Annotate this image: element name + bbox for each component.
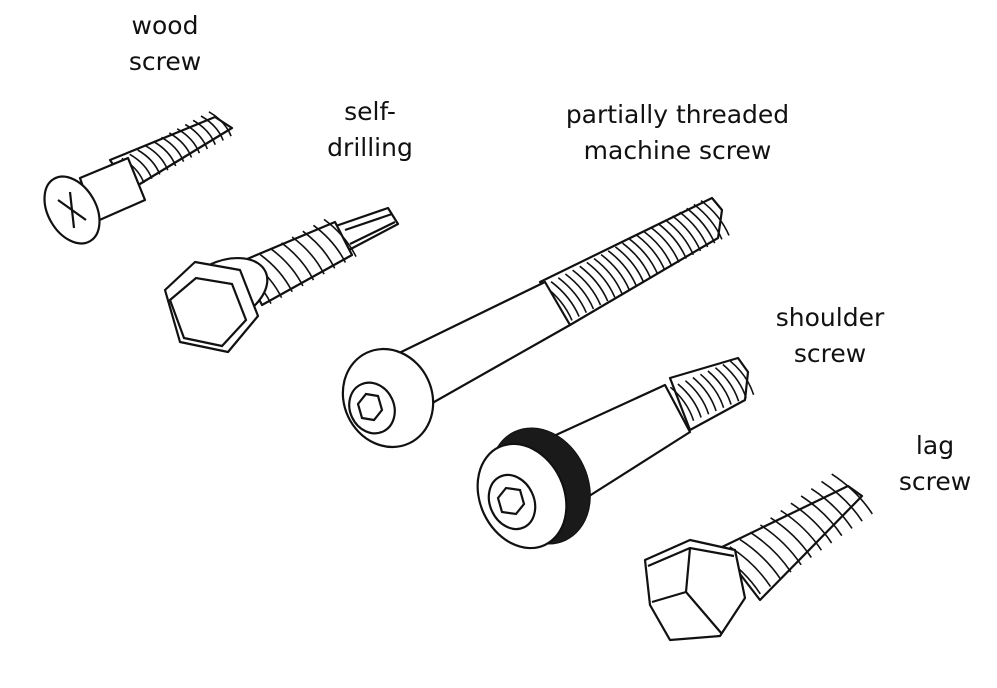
thread-crest bbox=[650, 226, 680, 263]
thread-crest bbox=[707, 370, 732, 405]
thread-crest bbox=[790, 502, 833, 544]
thread-crest bbox=[684, 380, 710, 415]
wood-screw-thread bbox=[108, 111, 234, 192]
label-line: screw bbox=[898, 467, 972, 496]
thread-crest bbox=[564, 273, 595, 310]
lag-screw-label: lag screw bbox=[880, 428, 990, 500]
shoulder-screw-label: shoulder screw bbox=[760, 300, 900, 372]
machine-screw-label: partially threaded machine screw bbox=[560, 97, 795, 169]
label-line: wood bbox=[131, 11, 199, 40]
lag-screw-illustration bbox=[643, 473, 873, 642]
thread-crest bbox=[200, 115, 224, 141]
thread-crest bbox=[281, 242, 315, 281]
shoulder-screw-illustration bbox=[476, 356, 755, 550]
thread-crest bbox=[607, 250, 637, 287]
thread-crest bbox=[161, 136, 185, 162]
thread-crest bbox=[780, 509, 823, 551]
thread-crest bbox=[714, 367, 740, 402]
thread-crest bbox=[800, 495, 843, 537]
thread-crest bbox=[572, 269, 602, 306]
thread-crest bbox=[129, 153, 153, 179]
thread-crest bbox=[692, 376, 717, 412]
thread-crest bbox=[600, 253, 630, 290]
thread-crest bbox=[614, 246, 645, 283]
label-line: drilling bbox=[327, 133, 413, 162]
thread-crest bbox=[677, 383, 702, 418]
thread-crest bbox=[831, 473, 873, 515]
thread-crest bbox=[312, 224, 347, 263]
label-line: partially threaded bbox=[565, 100, 790, 129]
thread-crest bbox=[153, 140, 177, 167]
phillips-drive-icon bbox=[57, 191, 87, 229]
thread-crest bbox=[759, 524, 802, 566]
thread-crest bbox=[739, 538, 782, 580]
button-head bbox=[341, 347, 435, 449]
self-drilling-screw-illustration bbox=[163, 206, 400, 354]
thread-crest bbox=[700, 199, 730, 236]
wood-screw-label: wood screw bbox=[110, 8, 220, 80]
thread-crest bbox=[679, 211, 709, 248]
thread-crest bbox=[699, 373, 725, 409]
thread-crest bbox=[208, 111, 232, 137]
label-line: machine screw bbox=[583, 136, 772, 165]
thread-crest bbox=[770, 517, 812, 558]
thread-crest bbox=[636, 234, 666, 271]
label-line: self- bbox=[344, 97, 396, 126]
thread-crest bbox=[810, 488, 853, 529]
lag-screw-thread bbox=[718, 484, 864, 602]
label-line: screw bbox=[793, 339, 867, 368]
thread-crest bbox=[176, 128, 201, 154]
self-drilling-label: self- drilling bbox=[315, 94, 425, 166]
thread-crest bbox=[722, 363, 747, 399]
thread-crest bbox=[168, 132, 193, 158]
thread-crest bbox=[686, 207, 716, 244]
hex-socket-icon bbox=[356, 392, 384, 422]
wood-screw-illustration bbox=[43, 111, 234, 245]
thread-crest bbox=[629, 238, 659, 275]
thread-crest bbox=[323, 218, 357, 257]
thread-crest bbox=[550, 281, 580, 317]
thread-crest bbox=[821, 480, 863, 522]
thread-crest bbox=[184, 123, 209, 150]
thread-crest bbox=[657, 223, 687, 259]
thread-crest bbox=[557, 277, 588, 314]
thread-crest bbox=[693, 203, 723, 240]
thread-crest bbox=[192, 119, 217, 145]
thread-crest bbox=[593, 257, 623, 294]
label-line: lag bbox=[915, 431, 955, 460]
thread-crest bbox=[259, 254, 293, 293]
thread-crest bbox=[137, 149, 161, 175]
thread-crest bbox=[145, 145, 169, 171]
lag-hex-head-icon bbox=[643, 538, 747, 642]
thread-crest bbox=[579, 265, 609, 302]
thread-crest bbox=[729, 360, 755, 396]
socket-icon bbox=[496, 486, 526, 516]
label-line: screw bbox=[128, 47, 202, 76]
thread-crest bbox=[643, 230, 673, 267]
label-line: shoulder bbox=[775, 303, 885, 332]
thread-crest bbox=[664, 219, 695, 256]
machine-screw-illustration bbox=[341, 196, 730, 449]
thread-crest bbox=[622, 242, 652, 279]
thread-crest bbox=[749, 531, 792, 573]
thread-crest bbox=[270, 248, 304, 287]
thread-crest bbox=[672, 215, 702, 252]
thread-crest bbox=[669, 386, 695, 422]
thread-crest bbox=[291, 236, 325, 275]
thread-crest bbox=[302, 230, 336, 269]
thread-crest bbox=[586, 261, 616, 298]
